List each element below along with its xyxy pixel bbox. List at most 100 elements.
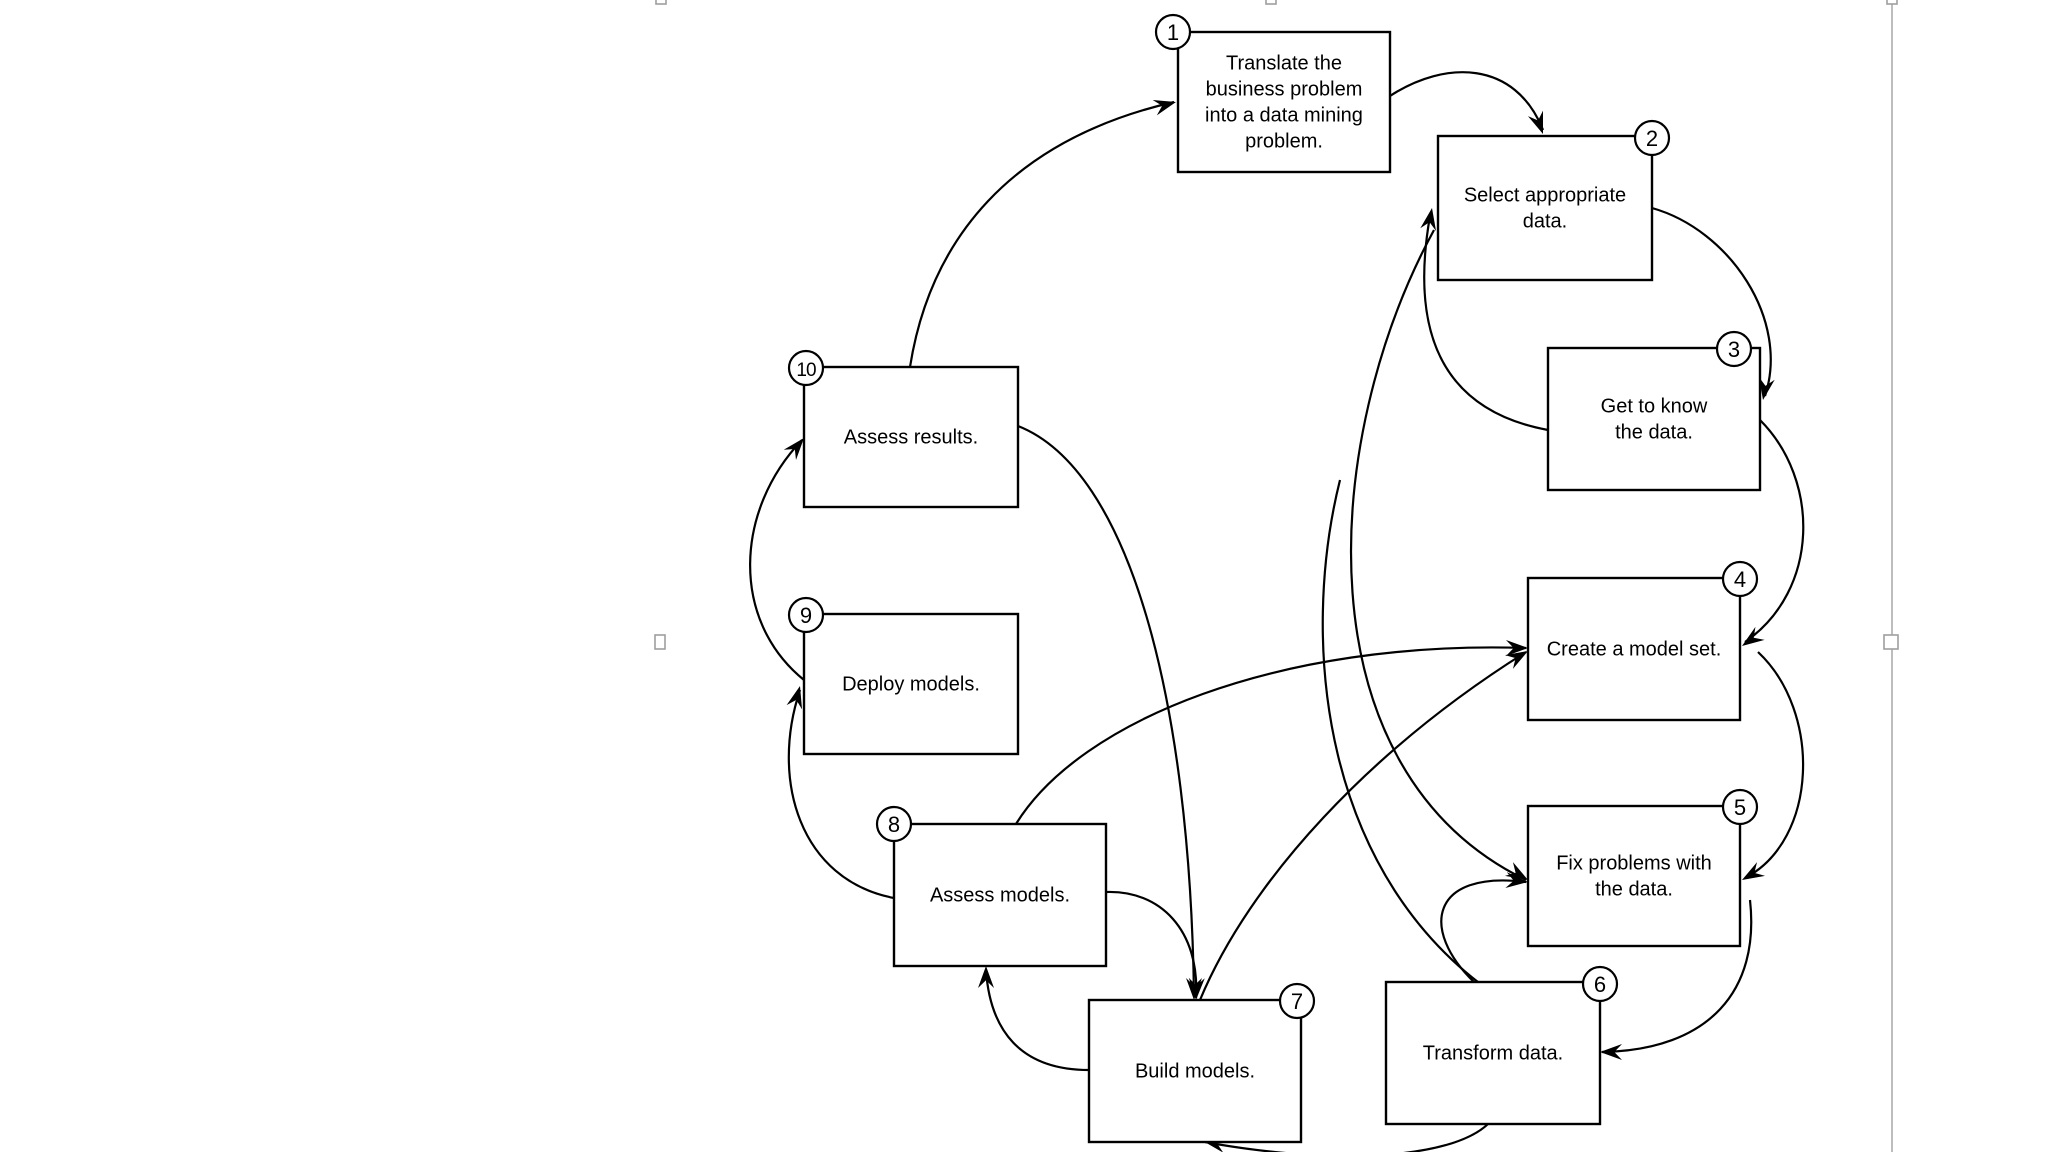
node-box[interactable]: [802, 612, 1020, 756]
edge-n10-to-n1: [908, 100, 1175, 368]
step-number-badge: [1721, 788, 1759, 826]
arrowhead-n10-to-n1: [1152, 99, 1176, 116]
node-label: Get to know the data.: [1601, 396, 1708, 444]
edge-n8-to-n7: [1105, 890, 1198, 999]
edge-n6-to-n7: [1204, 1123, 1489, 1152]
node-box[interactable]: [1087, 998, 1303, 1144]
node-label: Fix problems with the data.: [1556, 853, 1712, 901]
node-label-line: Select appropriate: [1464, 185, 1626, 207]
step-number-badge: [1154, 13, 1192, 51]
edge-n7-to-n8: [984, 969, 1090, 1072]
node-label-line: Assess models.: [930, 885, 1070, 907]
node-n8[interactable]: Assess models. 8: [875, 805, 1108, 968]
node-label: Create a model set.: [1547, 639, 1722, 661]
node-n5[interactable]: Fix problems with the data. 5: [1526, 788, 1759, 948]
selection-handle-top-right[interactable]: [1886, 0, 1898, 5]
selection-handle-left[interactable]: [654, 634, 666, 650]
arrowhead-n8-to-n4: [1506, 640, 1528, 656]
arrowhead-n1-to-n2: [1527, 110, 1543, 134]
node-label: Translate the business problem into a data…: [1205, 53, 1363, 153]
node-label-line: into a data mining: [1205, 105, 1363, 127]
arrowhead-n5-to-n6: [1600, 1044, 1622, 1060]
edge-n8-to-n9: [787, 689, 895, 900]
arrowhead-n9-to-n10: [783, 438, 804, 460]
node-label: Assess models.: [930, 885, 1070, 907]
node-n6[interactable]: Transform data. 6: [1384, 965, 1619, 1126]
edge-n3-to-n4: [1744, 419, 1805, 643]
node-label-line: Translate the: [1226, 53, 1342, 75]
node-label: Deploy models.: [842, 674, 980, 696]
node-label-line: Transform data.: [1423, 1043, 1563, 1065]
step-number: 2: [1646, 126, 1658, 151]
node-label-line: Create a model set.: [1547, 639, 1722, 661]
node-label-line: the data.: [1595, 879, 1673, 901]
nodes-layer: Translate the business problem into a data…: [787, 13, 1762, 1144]
arrowhead-n10-to-n7: [1186, 978, 1202, 1000]
node-n7[interactable]: Build models.7: [1087, 982, 1316, 1144]
selection-handle-right[interactable]: [1883, 634, 1899, 650]
step-number-badge: [787, 596, 825, 634]
step-number: 1: [1167, 20, 1179, 45]
node-box[interactable]: [802, 365, 1020, 509]
edge-n4-to-n2: [1321, 479, 1504, 1001]
step-number-badge: [787, 349, 825, 387]
node-label: Transform data.: [1423, 1043, 1563, 1065]
node-box[interactable]: [1436, 134, 1654, 282]
node-box[interactable]: [1526, 576, 1742, 722]
node-label: Assess results.: [844, 427, 978, 449]
edge-n7-to-n4: [1198, 651, 1527, 1001]
node-box[interactable]: [1176, 30, 1392, 174]
node-box[interactable]: [892, 822, 1108, 968]
step-number-badge: [1721, 560, 1759, 598]
step-number: 10: [796, 360, 816, 381]
node-label-line: Deploy models.: [842, 674, 980, 696]
node-label-line: the data.: [1615, 422, 1693, 444]
edge-n6-to-n5: [1440, 879, 1527, 983]
step-number: 8: [888, 812, 900, 837]
edge-n9-to-n10: [749, 439, 805, 681]
step-number-badge: [1633, 119, 1671, 157]
edge-n2-to-n5: [1349, 229, 1527, 881]
edge-n5-to-n6: [1601, 899, 1753, 1054]
arrowhead-n4-to-n5: [1742, 862, 1766, 880]
node-label: Select appropriate data.: [1464, 185, 1626, 233]
arrowhead-n3-to-n2: [1420, 208, 1437, 232]
node-label-line: Get to know: [1601, 396, 1708, 418]
arrowhead-n8-to-n9: [786, 686, 803, 710]
node-n2[interactable]: Select appropriate data. 2: [1436, 119, 1671, 282]
step-number-badge: [1581, 965, 1619, 1003]
node-label-line: Fix problems with: [1556, 853, 1712, 875]
node-label-line: Build models.: [1135, 1061, 1255, 1083]
step-number: 6: [1594, 972, 1606, 997]
step-number-badge: [1715, 330, 1753, 368]
node-box[interactable]: [1546, 346, 1762, 492]
edge-n2-to-n3: [1651, 206, 1772, 397]
edge-n8-to-n4: [1015, 646, 1527, 825]
step-number: 5: [1734, 795, 1746, 820]
node-n9[interactable]: Deploy models.9: [787, 596, 1020, 756]
node-n4[interactable]: Create a model set. 4: [1526, 560, 1759, 722]
node-box[interactable]: [1526, 804, 1742, 948]
arrowhead-n2-to-n5: [1504, 862, 1528, 880]
selection-handle-top-left[interactable]: [655, 0, 667, 5]
node-label: Build models.: [1135, 1061, 1255, 1083]
selection-handle-top-mid[interactable]: [1265, 0, 1277, 5]
node-label-line: data.: [1523, 211, 1567, 233]
step-number: 4: [1734, 567, 1746, 592]
arrowhead-n3-to-n4: [1742, 626, 1765, 646]
edge-n3-to-n2: [1423, 215, 1549, 432]
edge-n1-to-n2: [1389, 71, 1545, 131]
node-label-line: business problem: [1206, 79, 1363, 101]
node-n3[interactable]: Get to know the data. 3: [1546, 330, 1762, 492]
node-label-line: Assess results.: [844, 427, 978, 449]
edges-layer: [749, 71, 1805, 1152]
arrowhead-n2-to-n3: [1758, 376, 1775, 400]
node-box[interactable]: [1384, 980, 1602, 1126]
step-number: 3: [1728, 337, 1740, 362]
node-n10[interactable]: Assess results. 10: [787, 349, 1020, 509]
edge-n10-to-n7: [1017, 424, 1196, 997]
node-n1[interactable]: Translate the business problem into a data…: [1154, 13, 1392, 174]
arrowhead-n7-to-n4: [1504, 651, 1528, 669]
step-number-badge: [875, 805, 913, 843]
